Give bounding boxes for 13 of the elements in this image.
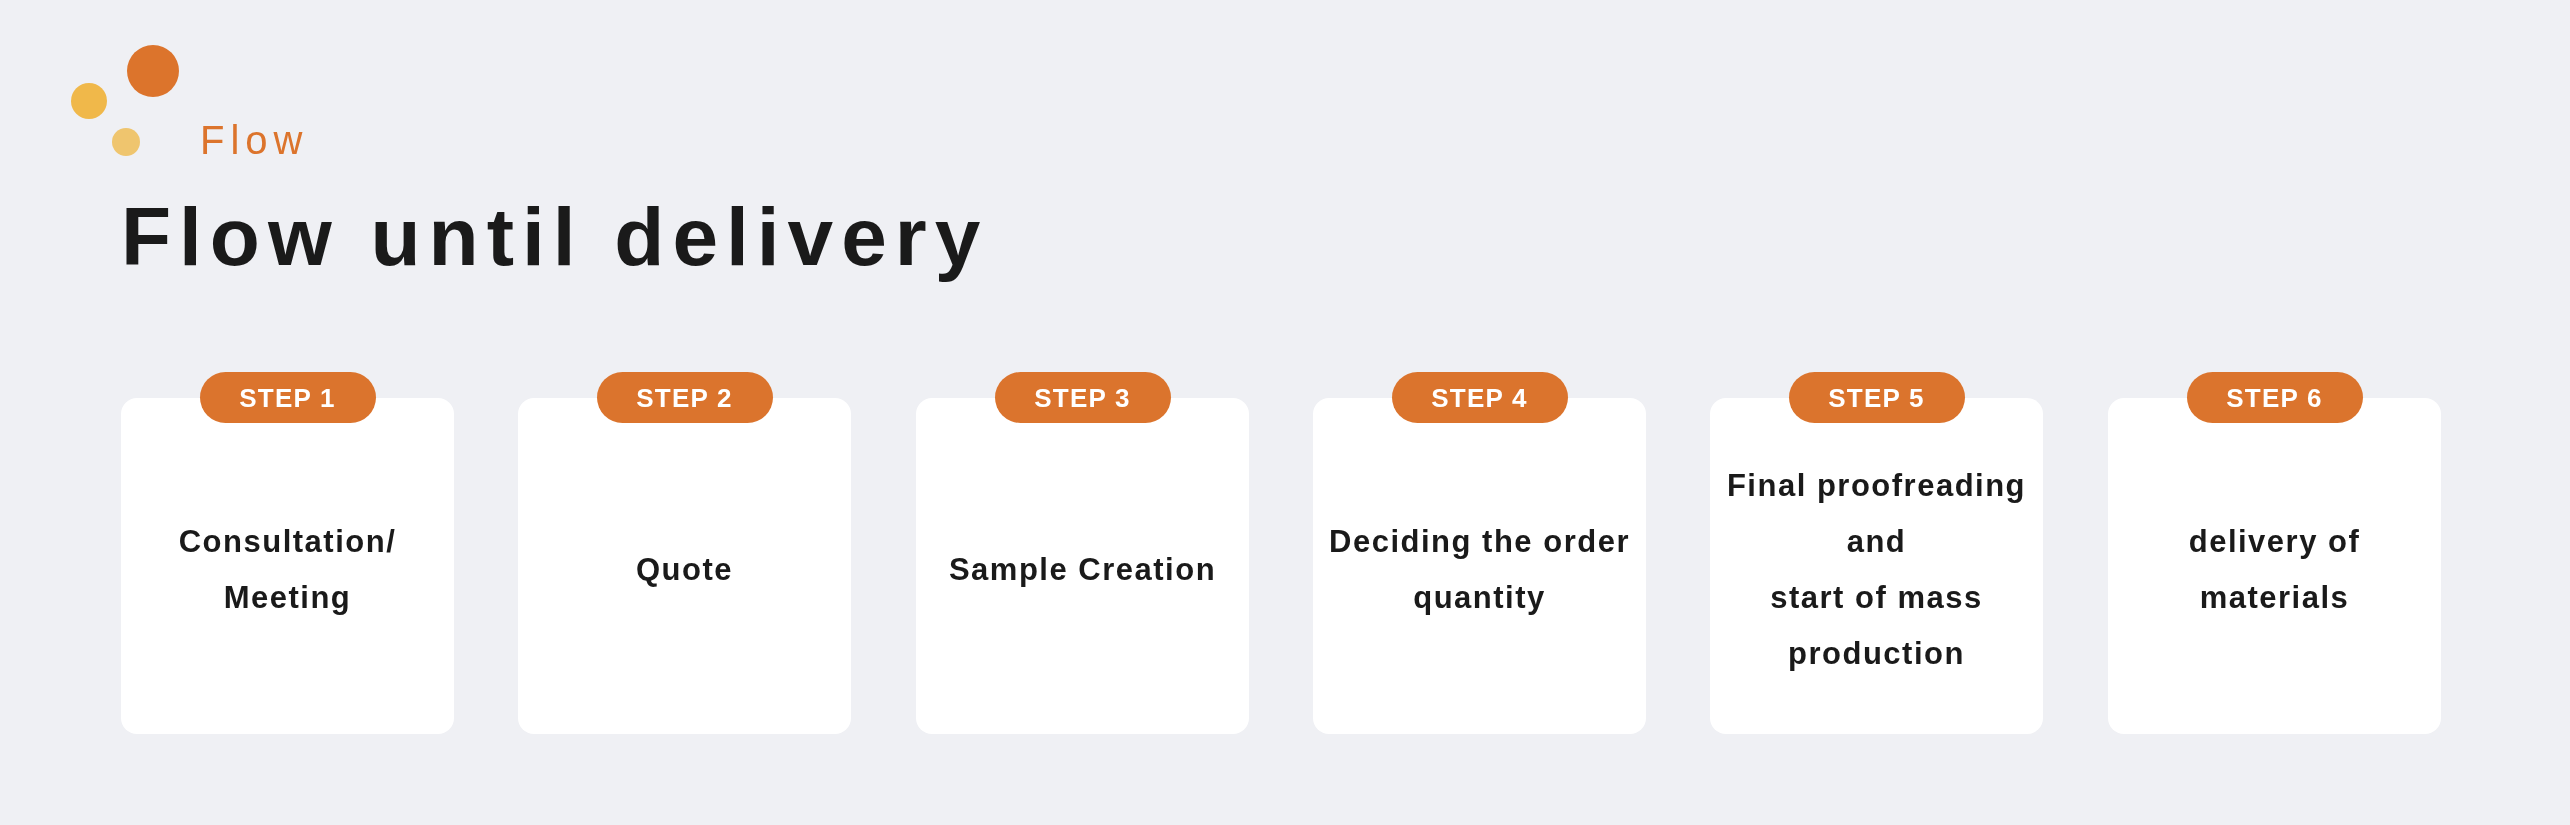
step-description: Sample Creation (947, 551, 1218, 589)
step-badge: STEP 3 (994, 372, 1171, 423)
step-badge: STEP 5 (1788, 372, 1965, 423)
step-description: Deciding the order quantity (1328, 523, 1631, 617)
step-description: Consultation/ Meeting (177, 523, 398, 617)
step-description: Final proofreading and start of mass production (1725, 467, 2028, 673)
step-badge: STEP 2 (596, 372, 773, 423)
section-label: Flow (200, 120, 309, 160)
step-badge: STEP 1 (199, 372, 376, 423)
step-description: delivery of materials (2187, 523, 2362, 617)
step-badge: STEP 4 (1391, 372, 1568, 423)
step-description: Quote (634, 551, 735, 589)
step-badge: STEP 6 (2186, 372, 2363, 423)
